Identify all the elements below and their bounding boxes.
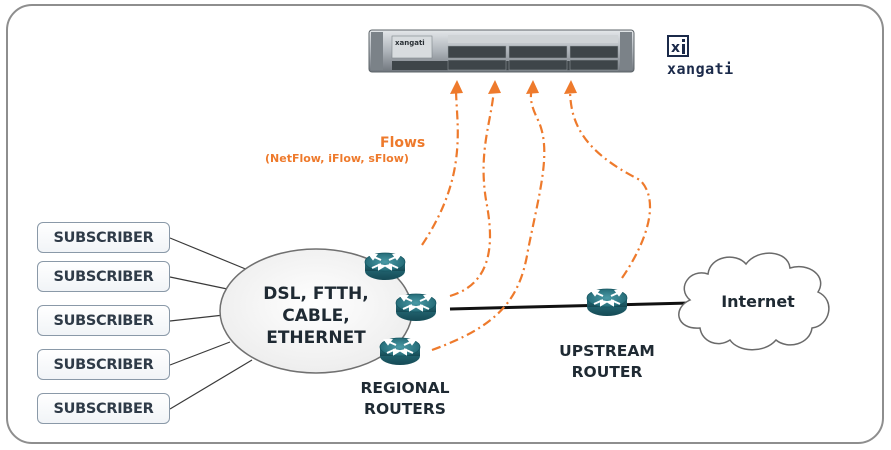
diagram-frame bbox=[6, 4, 884, 444]
regional-routers-line-1: REGIONAL bbox=[360, 379, 450, 397]
svg-text:x: x bbox=[671, 40, 680, 56]
access-network-line-3: ETHERNET bbox=[266, 328, 366, 348]
flow-arrow-1 bbox=[421, 87, 459, 246]
subscriber-box: SUBSCRIBER bbox=[37, 261, 170, 292]
subscriber-box: SUBSCRIBER bbox=[37, 393, 170, 424]
flows-subtitle: (NetFlow, iFlow, sFlow) bbox=[265, 152, 409, 165]
regional-router-3 bbox=[379, 337, 421, 366]
internet-cloud bbox=[678, 252, 830, 351]
internet-label: Internet bbox=[721, 292, 795, 311]
access-network-label: DSL, FTTH, CABLE, ETHERNET bbox=[246, 283, 386, 349]
flow-arrowheads bbox=[450, 80, 577, 94]
regional-routers-label: REGIONAL ROUTERS bbox=[350, 378, 460, 420]
subscriber-box: SUBSCRIBER bbox=[37, 222, 170, 253]
subscriber-box: SUBSCRIBER bbox=[37, 305, 170, 336]
flow-arrows bbox=[421, 87, 652, 352]
subscriber-link-2 bbox=[169, 276, 233, 291]
subscriber-link-3 bbox=[169, 314, 225, 322]
subscriber-link-4 bbox=[169, 341, 231, 366]
flow-arrow-4 bbox=[568, 87, 652, 279]
flows-title: Flows bbox=[380, 135, 426, 151]
upstream-router-label: UPSTREAM ROUTER bbox=[552, 341, 662, 383]
xangati-xi-logo-icon: x bbox=[667, 35, 689, 57]
flow-arrow-3 bbox=[431, 87, 546, 352]
xangati-server-appliance bbox=[368, 29, 635, 73]
subscriber-links bbox=[169, 237, 253, 410]
upstream-router bbox=[586, 288, 628, 317]
xangati-brand-text: xangati bbox=[667, 60, 734, 78]
regional-routers-line-2: ROUTERS bbox=[364, 400, 446, 418]
backbone-link bbox=[449, 301, 691, 311]
flow-arrow-2 bbox=[449, 87, 496, 298]
access-network-line-1: DSL, FTTH, bbox=[263, 284, 369, 304]
subscriber-link-5 bbox=[169, 359, 253, 410]
subscriber-link-1 bbox=[169, 237, 249, 271]
access-network-line-2: CABLE, bbox=[282, 306, 350, 326]
regional-router-1 bbox=[364, 252, 406, 281]
regional-router-2 bbox=[395, 293, 437, 322]
subscriber-box: SUBSCRIBER bbox=[37, 349, 170, 380]
upstream-router-line-1: UPSTREAM bbox=[559, 342, 655, 360]
server-faceplate-label: xangati bbox=[395, 39, 425, 47]
upstream-router-line-2: ROUTER bbox=[571, 363, 643, 381]
